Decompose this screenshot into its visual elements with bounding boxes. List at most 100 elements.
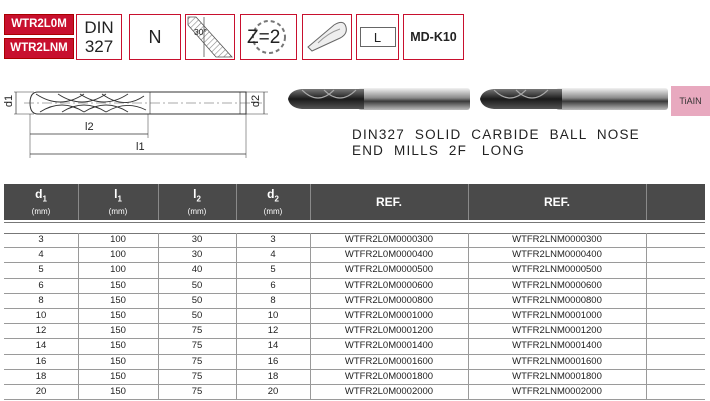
cell-separator — [646, 263, 647, 278]
cell-separator — [158, 339, 159, 354]
cell-separator — [646, 248, 647, 263]
table-cell: WTFR2LNM0001200 — [512, 325, 602, 337]
table-cell: 75 — [191, 340, 203, 352]
column-header-label: REF. — [375, 195, 402, 209]
table-cell: WTFR2L0M0000600 — [344, 279, 434, 291]
table-cell: 8 — [38, 294, 44, 306]
cell-separator — [158, 308, 159, 324]
table-cell: 16 — [35, 355, 47, 367]
cell-separator — [158, 293, 159, 308]
cell-separator — [468, 339, 469, 354]
table-cell: 16 — [267, 355, 279, 367]
table-cell: 6 — [270, 279, 276, 291]
cell-separator — [236, 384, 237, 400]
table-spacer — [4, 222, 705, 234]
table-header: d1(mm)l1(mm)l2(mm)d2(mm)REF.REF. — [4, 184, 705, 220]
cell-separator — [310, 248, 311, 263]
cell-separator — [646, 324, 647, 339]
product-photo-lnm — [480, 88, 668, 110]
table-cell: 14 — [35, 340, 47, 352]
helix-angle-label: 30° — [194, 27, 207, 37]
table-cell: 150 — [110, 294, 126, 306]
cell-separator — [468, 324, 469, 339]
table-cell: WTFR2LNM0001600 — [512, 355, 602, 367]
column-header-6 — [646, 184, 705, 220]
column-header-label: l2 — [193, 186, 201, 204]
cell-separator — [158, 263, 159, 278]
flutes-label: Z=2 — [247, 27, 281, 48]
cell-separator — [646, 369, 647, 384]
cell-separator — [78, 248, 79, 263]
helix-angle-icon — [187, 16, 233, 58]
cell-separator — [236, 339, 237, 354]
material-label: N — [148, 26, 162, 47]
cell-separator — [310, 369, 311, 384]
cell-separator — [236, 369, 237, 384]
ball-nose-icon — [307, 21, 347, 52]
column-header-label: REF. — [543, 195, 570, 209]
cell-separator — [236, 293, 237, 308]
cell-separator — [468, 293, 469, 308]
table-cell: WTFR2L0M0002000 — [344, 385, 434, 397]
l2-label: l2 — [85, 121, 94, 133]
table-cell: WTFR2LNM0001000 — [512, 309, 602, 321]
table-cell: WTFR2LNM0000400 — [512, 249, 602, 261]
d1-label: d1 — [3, 94, 16, 108]
cell-separator — [468, 278, 469, 293]
table-cell: 40 — [191, 264, 203, 276]
cell-separator — [158, 233, 159, 248]
table-cell: 50 — [191, 309, 203, 321]
cell-separator — [468, 308, 469, 324]
ball-nose-box — [302, 14, 352, 60]
end-mill-drawing — [14, 91, 268, 158]
cell-separator — [78, 384, 79, 400]
column-header-label: l1 — [114, 186, 122, 204]
table-cell: WTFR2L0M0000300 — [344, 234, 434, 245]
table-cell: 4 — [270, 249, 276, 261]
table-cell: WTFR2LNM0001800 — [512, 370, 602, 382]
table-cell: 14 — [267, 340, 279, 352]
grade-box: MD-K10 — [403, 14, 464, 60]
cell-separator — [236, 308, 237, 324]
table-cell: WTFR2L0M0000800 — [344, 294, 434, 306]
table-cell: 12 — [267, 325, 279, 337]
table-cell: WTFR2L0M0001400 — [344, 340, 434, 352]
header-separator — [310, 184, 311, 220]
cell-separator — [310, 308, 311, 324]
table-cell: WTFR2LNM0000500 — [512, 264, 602, 276]
table-cell: 3 — [270, 234, 276, 245]
cell-separator — [646, 339, 647, 354]
column-header-unit: (mm) — [187, 207, 207, 217]
column-header-label: d2 — [267, 186, 279, 204]
table-cell: WTFR2L0M0000500 — [344, 264, 434, 276]
caption-line-2: END MILLS 2F LONG — [352, 143, 525, 158]
table-cell: 75 — [191, 370, 203, 382]
table-cell: 50 — [191, 294, 203, 306]
table-cell: 6 — [38, 279, 44, 291]
cell-separator — [78, 339, 79, 354]
product-code-badge-1: WTR2L0M — [4, 14, 74, 35]
cell-separator — [236, 354, 237, 369]
cell-separator — [78, 324, 79, 339]
table-cell: 100 — [110, 234, 126, 245]
table-cell: 75 — [191, 325, 203, 337]
cell-separator — [78, 293, 79, 308]
l1-label: l1 — [136, 141, 145, 153]
column-header-4: REF. — [310, 184, 468, 220]
cell-separator — [158, 248, 159, 263]
table-cell: 5 — [270, 264, 276, 276]
table-cell: 75 — [191, 385, 203, 397]
cell-separator — [236, 248, 237, 263]
din-number: 327 — [84, 37, 114, 56]
cell-separator — [646, 278, 647, 293]
table-cell: 100 — [110, 249, 126, 261]
column-header-5: REF. — [468, 184, 646, 220]
table-cell: 100 — [110, 264, 126, 276]
